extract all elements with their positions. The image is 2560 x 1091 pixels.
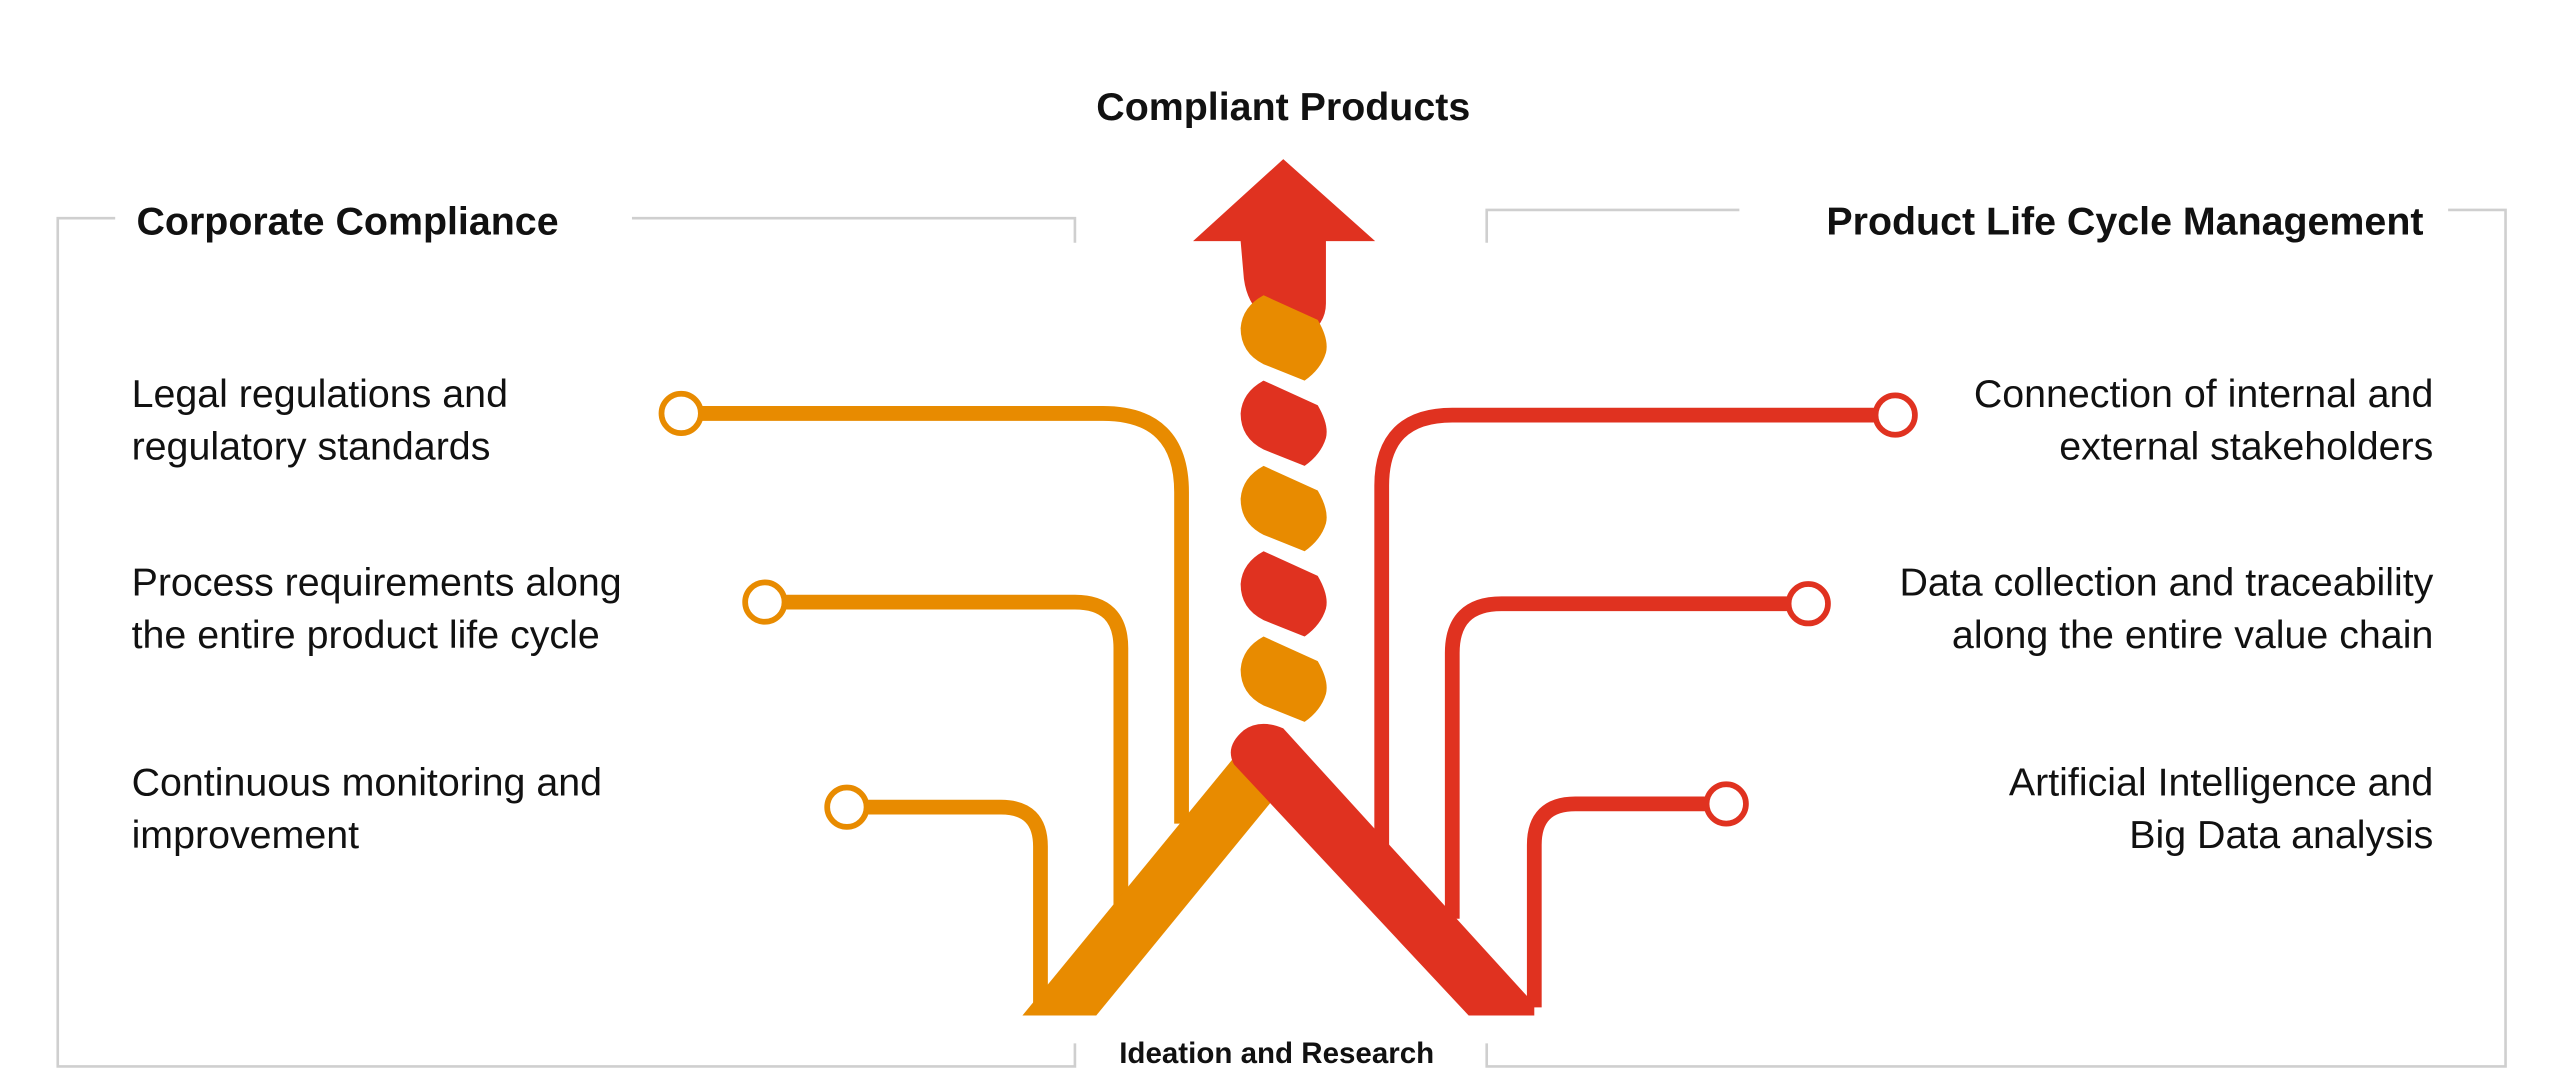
left-branch-1: [700, 406, 1189, 824]
right-heading: Product Life Cycle Management: [1826, 200, 2423, 244]
right-item-3-line2: Big Data analysis: [2129, 813, 2433, 857]
title: Compliant Products: [1096, 85, 1470, 129]
right-branch-3: [1526, 796, 1707, 1008]
red-trunk: [1230, 723, 1535, 1016]
right-branch-1: [1374, 407, 1876, 850]
left-branch-3: [866, 799, 1048, 1005]
right-item-2-line1: Data collection and traceability: [1899, 561, 2433, 605]
right-node-2-icon: [1785, 581, 1831, 627]
left-item-3-line1: Continuous monitoring and: [132, 761, 602, 805]
twisted-strands: [1240, 295, 1327, 722]
left-heading: Corporate Compliance: [137, 200, 559, 244]
left-item-1-line1: Legal regulations and: [132, 372, 508, 416]
right-item-1-line2: external stakeholders: [2059, 424, 2433, 468]
left-branch-2: [784, 594, 1129, 906]
strand-segment: [1240, 380, 1327, 466]
left-node-3-icon: [824, 784, 870, 830]
right-item-3-line1: Artificial Intelligence and: [2009, 761, 2433, 805]
strand-segment: [1240, 465, 1327, 552]
right-frame: [1485, 208, 2507, 1068]
left-item-1-line2: regulatory standards: [132, 424, 491, 468]
left-item-2-line2: the entire product life cycle: [132, 613, 600, 657]
right-item-2-line2: along the entire value chain: [1952, 613, 2433, 657]
right-node-1-icon: [1872, 392, 1918, 438]
left-branches: [700, 406, 1189, 1005]
right-branch-2: [1444, 596, 1789, 919]
left-item-3-line2: improvement: [132, 813, 360, 857]
left-node-2-icon: [742, 579, 788, 625]
left-frame: [56, 216, 1077, 1068]
strand-segment: [1240, 636, 1327, 722]
right-item-1-line1: Connection of internal and: [1974, 372, 2434, 416]
orange-trunk: [1022, 751, 1297, 1016]
strand-segment: [1240, 295, 1327, 381]
arrow-up-icon: [1193, 159, 1376, 337]
right-branches: [1374, 407, 1876, 1008]
bottom-label: Ideation and Research: [1119, 1037, 1434, 1070]
strand-segment: [1240, 551, 1327, 637]
left-item-2-line1: Process requirements along: [132, 561, 622, 605]
right-node-3-icon: [1703, 781, 1749, 827]
left-node-1-icon: [658, 390, 704, 436]
